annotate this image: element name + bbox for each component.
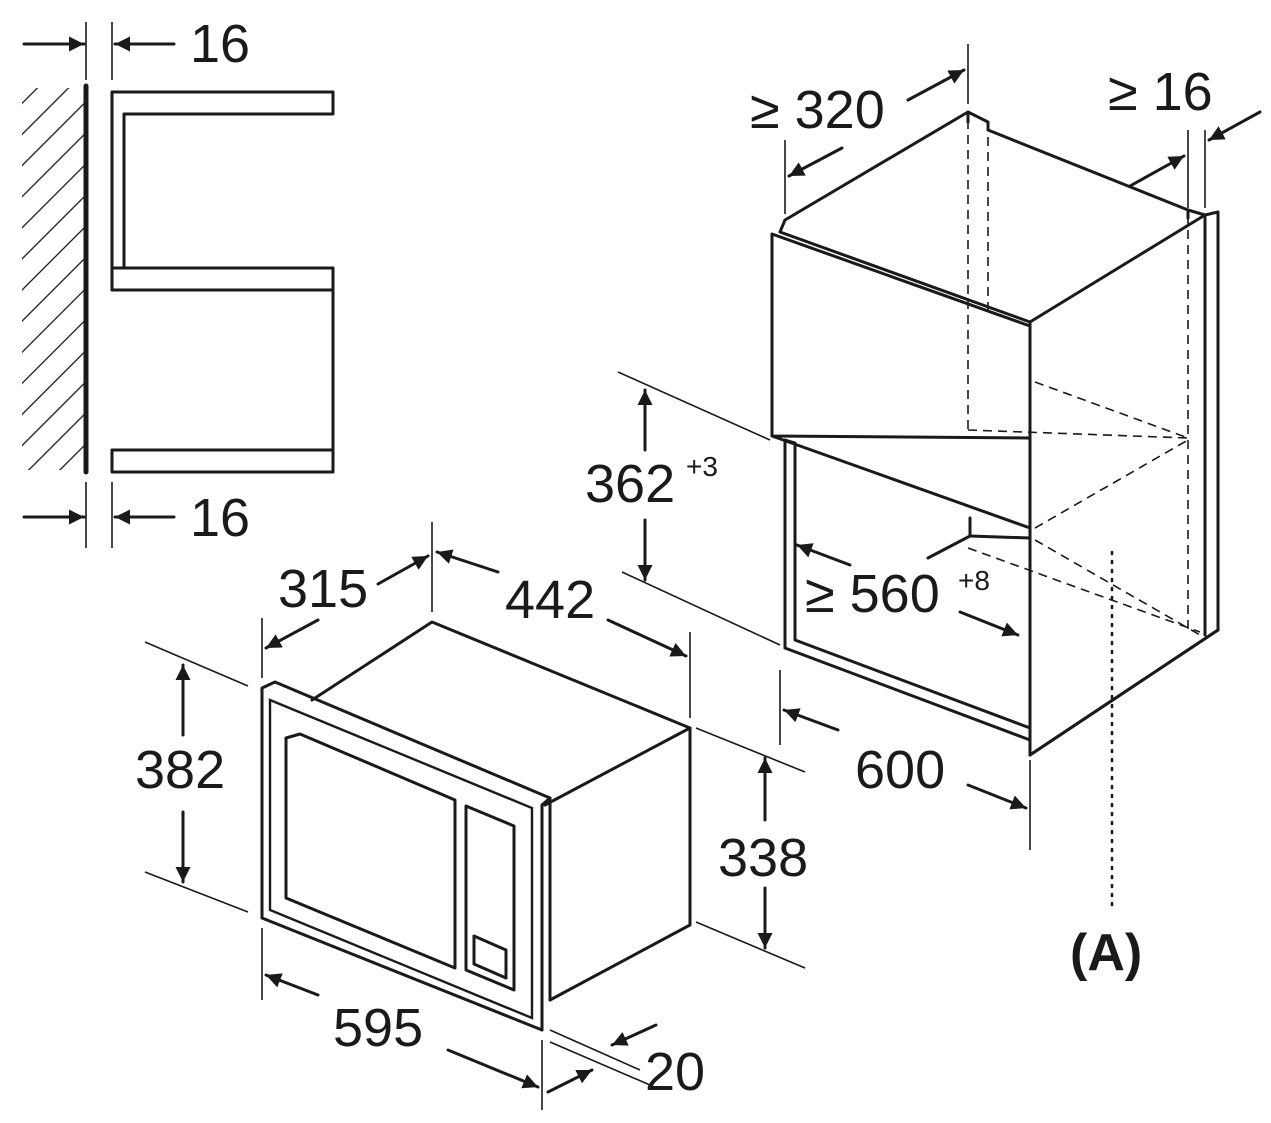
depth-min-label: ≥ 320: [750, 80, 885, 140]
dimension-arrow: [546, 1068, 594, 1094]
gap-top-label: 16: [190, 14, 250, 74]
cabinet-bottom-edge: [1028, 628, 1220, 757]
hidden-edge: [1034, 381, 1189, 439]
notch-edge: [968, 534, 1032, 540]
extension-line: [621, 571, 781, 646]
total-height-label: 382: [135, 740, 225, 800]
extension-line: [695, 921, 806, 969]
dimension-arrow: [966, 783, 1028, 810]
front-width-label: 595: [333, 998, 423, 1058]
niche-opening: [783, 438, 1032, 730]
dimension-arrow: [435, 549, 500, 574]
callout-label: (A): [1070, 924, 1142, 982]
upper-panel: [110, 90, 335, 292]
extension-line: [695, 727, 806, 773]
cabinet-side-panel: [1028, 210, 1220, 757]
display: [472, 934, 508, 980]
appliance: 315 442 382 338 595 20: [135, 522, 808, 1110]
door-window: [284, 732, 457, 970]
front-bezel: [268, 698, 534, 1020]
body-height-label: 338: [718, 828, 808, 888]
control-panel: [464, 804, 516, 992]
dimension-arrow: [606, 618, 688, 658]
dimension-arrow: [610, 1023, 658, 1047]
dimension-arrow: [264, 618, 320, 650]
wall-hatching: [22, 88, 84, 470]
hidden-edge: [1034, 439, 1189, 529]
niche-height-label: 362: [585, 454, 675, 514]
front-thickness-label: 20: [645, 1042, 705, 1102]
rear-notch: [926, 516, 972, 560]
appliance-top: [310, 620, 692, 807]
extension-line: [549, 1029, 641, 1071]
hidden-edge: [1034, 539, 1201, 636]
dimension-arrow: [958, 610, 1020, 637]
niche-width-label: ≥ 560: [805, 564, 940, 624]
cabinet-top: [778, 110, 1207, 324]
dimension-arrow: [782, 708, 840, 732]
dimension-arrow: [787, 146, 844, 178]
side-view: 16 16: [22, 14, 335, 548]
upper-cabinet-front-face: [770, 434, 1032, 530]
dimension-arrow: [446, 1048, 540, 1089]
cabinet-niche: (A) ≥ 320 ≥ 16 362 +3 ≥ 560 +8 600: [585, 44, 1262, 982]
upper-cabinet-front: [770, 232, 1032, 440]
dimension-arrow: [795, 543, 852, 567]
niche-bottom-edge: [783, 646, 1032, 742]
dimension-arrow: [906, 68, 966, 102]
appliance-side: [548, 726, 692, 1002]
lower-panel: [110, 288, 335, 452]
extension-line: [144, 641, 249, 687]
dimension-arrow: [264, 973, 320, 997]
extension-line: [549, 1041, 651, 1086]
depth-label: 315: [278, 559, 368, 619]
hidden-edge: [967, 429, 1189, 439]
niche-height-tolerance: +3: [686, 451, 718, 482]
gap-bottom-label: 16: [190, 488, 250, 548]
body-width-label: 442: [505, 570, 595, 630]
cabinet-width-label: 600: [855, 740, 945, 800]
side-min-label: ≥ 16: [1108, 62, 1213, 122]
niche-width-tolerance: +8: [958, 565, 990, 596]
extension-line: [617, 371, 771, 441]
hidden-edge: [967, 547, 1201, 633]
dimension-arrow: [1128, 154, 1186, 188]
dimension-arrow: [1207, 110, 1262, 142]
dimension-arrow: [376, 554, 430, 586]
base-shelf: [110, 448, 335, 474]
extension-line: [144, 871, 249, 913]
